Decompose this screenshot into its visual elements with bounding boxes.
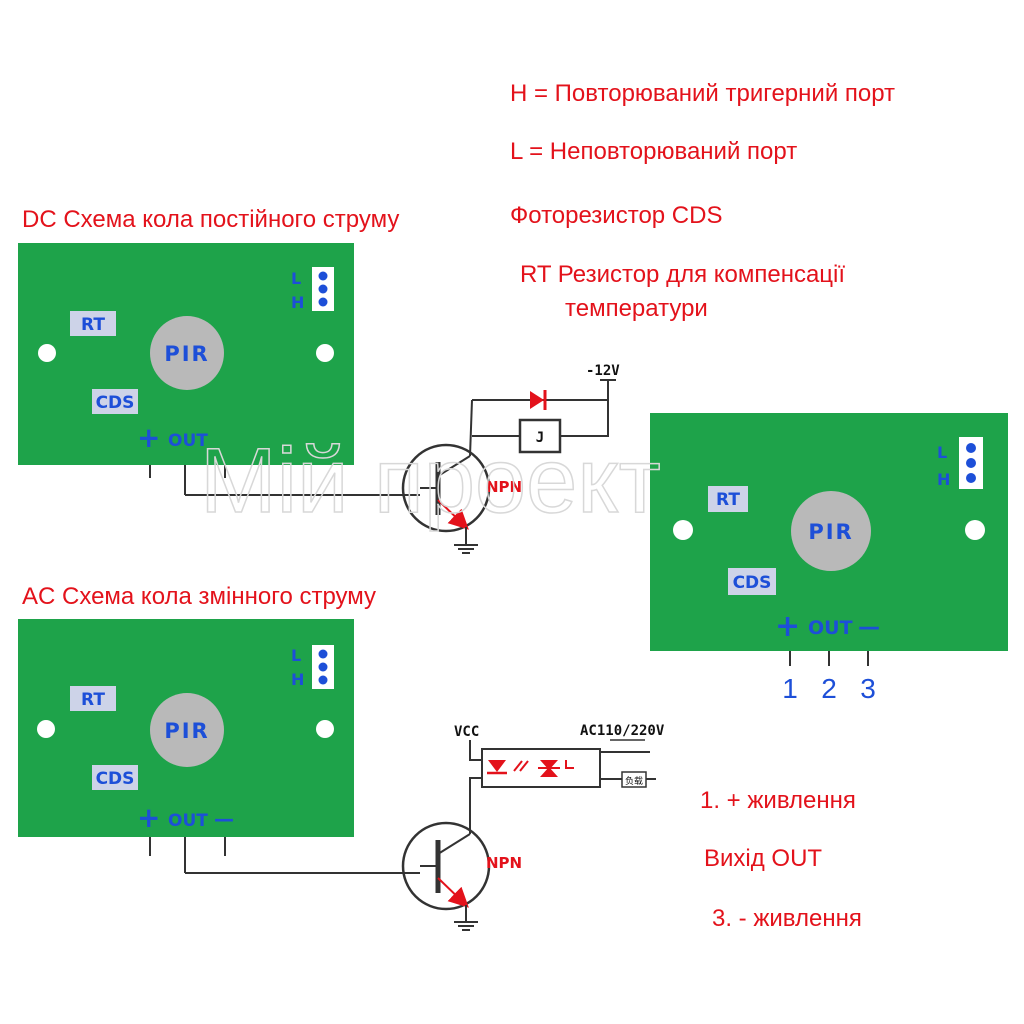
main-mount-hole-left	[673, 520, 693, 540]
main-out-label: OUT	[808, 617, 853, 639]
dc-diode	[530, 391, 544, 409]
ac-pir-label: PIR	[164, 719, 209, 743]
main-board: RT PIR CDS L H + OUT —	[650, 413, 1008, 651]
ac-mains-label: AC110/220V	[580, 723, 665, 739]
dc-pir-label: PIR	[164, 342, 209, 366]
ac-npn-label: NPN	[486, 854, 522, 872]
ac-rt-chip	[70, 686, 116, 711]
ac-plus-label: +	[137, 801, 160, 834]
ac-vcc-label: VCC	[454, 724, 479, 740]
dc-l-label: L	[291, 269, 301, 288]
pin-note-1: 1. + живлення	[700, 787, 856, 814]
dc-supply-label: -12V	[586, 363, 620, 379]
ac-minus-label: —	[214, 807, 234, 831]
legend-l: L = Неповторюваний порт	[510, 138, 797, 165]
ac-cds-chip	[92, 765, 138, 790]
dc-relay-label: J	[536, 430, 544, 446]
main-rt-chip	[708, 486, 748, 512]
main-h-label: H	[937, 470, 950, 489]
ac-h-label: H	[291, 670, 304, 689]
ac-l-label: L	[291, 646, 301, 665]
ac-rt-label: RT	[81, 690, 105, 710]
ac-pir-dome	[150, 693, 224, 767]
dc-rt-label: RT	[81, 315, 105, 335]
dc-h-label: H	[291, 293, 304, 312]
dc-mount-hole-right	[316, 344, 334, 362]
ac-board: RT PIR CDS L H + OUT —	[18, 619, 354, 837]
ac-mount-hole-right	[316, 720, 334, 738]
dc-rt-chip	[70, 311, 116, 336]
ac-ssr-box	[481, 748, 601, 788]
legend-cds: Фоторезистор CDS	[510, 202, 722, 229]
dc-cds-chip	[92, 389, 138, 414]
legend-rt-2: температури	[565, 295, 708, 322]
main-cds-label: CDS	[733, 573, 772, 593]
ac-load-label: 负载	[625, 775, 643, 787]
main-minus-label: —	[858, 615, 880, 640]
main-cds-chip	[728, 568, 776, 595]
ac-title: AC Схема кола змінного струму	[22, 583, 376, 610]
legend-rt-1: RT Резистор для компенсації	[520, 261, 845, 288]
main-pir-label: PIR	[808, 520, 853, 544]
dc-npn-label: NPN	[486, 478, 522, 496]
pin-note-3: 3. - живлення	[712, 905, 862, 932]
dc-circuit: NPN J -12V	[185, 363, 620, 554]
dc-title: DC Схема кола постійного струму	[22, 206, 399, 233]
dc-pir-dome	[150, 316, 224, 390]
main-rt-label: RT	[716, 490, 740, 510]
pin-1-label: 1	[782, 673, 798, 704]
dc-plus-label: +	[137, 421, 160, 454]
ac-triac-icon	[540, 760, 558, 770]
pin-2-label: 2	[821, 673, 837, 704]
pin-3-label: 3	[860, 673, 876, 704]
ac-led-icon	[488, 760, 506, 772]
dc-relay	[518, 418, 562, 454]
legend-h: H = Повторюваний тригерний порт	[510, 80, 895, 107]
ac-out-label: OUT	[168, 811, 208, 831]
ac-circuit: NPN VCC AC110/220V 负载	[185, 723, 665, 931]
dc-cds-label: CDS	[96, 393, 135, 413]
ac-npn-transistor	[401, 821, 491, 911]
dc-npn-transistor	[401, 443, 491, 533]
main-plus-label: +	[775, 609, 800, 644]
watermark: Мій проект	[200, 430, 661, 532]
dc-board: RT PIR CDS L H + OUT	[18, 243, 354, 465]
dc-out-label: OUT	[168, 431, 208, 451]
main-l-label: L	[937, 443, 947, 462]
dc-mount-hole-left	[38, 344, 56, 362]
main-pir-dome	[791, 491, 871, 571]
main-mount-hole-right	[965, 520, 985, 540]
ac-cds-label: CDS	[96, 769, 135, 789]
pin-note-2: Вихід OUT	[704, 845, 822, 872]
ac-mount-hole-left	[37, 720, 55, 738]
